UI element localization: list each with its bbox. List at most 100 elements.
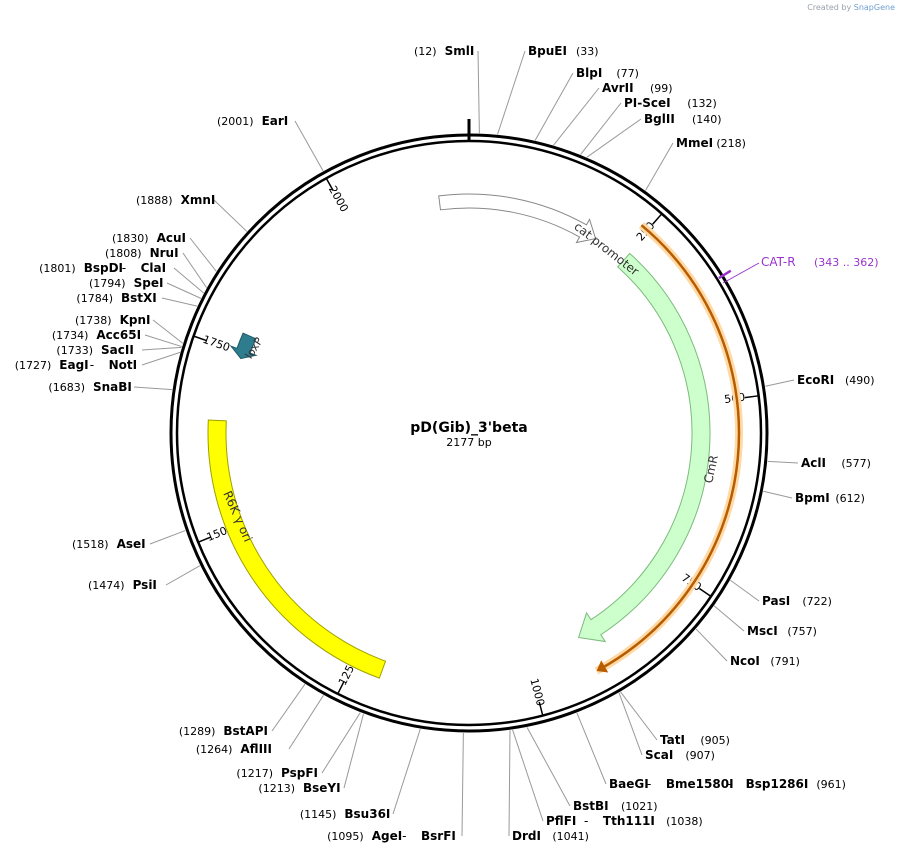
site-label-agei: (1095)AgeI - BsrFI — [327, 732, 464, 843]
site-position: (757) — [787, 625, 817, 638]
site-name: AflIII — [240, 742, 272, 756]
site-name: BstXI — [121, 291, 157, 305]
site-leader — [165, 565, 201, 586]
restriction-sites: (12)SmlI BpuEI (33) BlpI(77)AvrII(99)PI-Sce… — [15, 44, 875, 843]
site-name: DrdI — [512, 829, 541, 843]
tick-mark — [326, 178, 334, 191]
site-position: (99) — [650, 82, 673, 95]
site-position: (1830) — [112, 232, 149, 245]
site-label-xmni: (1888)XmnI — [136, 193, 248, 232]
site-label-pi-scei: PI-SceI (132) — [580, 96, 717, 155]
site-leader — [477, 50, 480, 134]
site-leader — [620, 691, 658, 741]
site-label-asei: (1518)AseI — [72, 530, 186, 551]
site-label-eari: (2001)EarI — [217, 114, 324, 172]
site-label-acui: (1830)AcuI — [112, 231, 217, 272]
cat-r-binding-mark — [718, 269, 732, 280]
site-name: BaeGI — [609, 777, 649, 791]
site-position: (1264) — [196, 743, 233, 756]
site-position: (1784) — [76, 292, 113, 305]
site-leader — [713, 605, 745, 632]
site-position: (77) — [616, 67, 639, 80]
site-name: PasI — [762, 594, 790, 608]
site-position: (1041) — [552, 830, 589, 843]
cat-r-leader — [722, 262, 760, 284]
site-leader — [534, 72, 574, 141]
site-leader — [166, 282, 202, 299]
plasmid-backbone — [169, 119, 769, 733]
site-position: (1217) — [236, 767, 273, 780]
site-leader — [553, 87, 600, 146]
tick-mark — [194, 335, 208, 342]
site-name: Bsu36I — [344, 807, 390, 821]
site-name: ClaI — [141, 261, 166, 275]
site-leader — [149, 530, 186, 545]
site-leader — [141, 351, 181, 366]
site-label-blpi: BlpI(77) — [534, 66, 639, 141]
site-name: BpmI — [795, 491, 830, 505]
site-label-pflfi: PflFI - Tth111I(1038) — [512, 729, 703, 828]
site-position: (132) — [687, 97, 717, 110]
site-leader — [271, 683, 306, 732]
cat-r-primer-label: CAT-R — [761, 255, 796, 269]
site-label-sacii: (1733)SacII — [56, 343, 182, 357]
site-position: (1518) — [72, 538, 109, 551]
site-name: Tth111I — [603, 814, 655, 828]
site-leader — [343, 713, 364, 789]
site-leader — [392, 728, 421, 815]
site-label-psii: (1474)PsiI — [88, 565, 201, 592]
site-position: (1888) — [136, 194, 173, 207]
site-leader — [141, 346, 182, 351]
tick-label: 1750 — [201, 333, 232, 355]
site-label-bstapi: (1289)BstAPI — [179, 683, 306, 738]
site-name: BstAPI — [223, 724, 268, 738]
site-label-eagi: (1727) EagI - NotI — [15, 351, 181, 372]
site-name: NruI — [150, 246, 179, 260]
tick-label: 2000 — [326, 184, 351, 215]
site-name: NotI — [109, 358, 138, 372]
site-label-smli: (12)SmlI — [414, 44, 480, 134]
site-label-scai: ScaI(907) — [618, 692, 715, 762]
site-position: (1734) — [52, 329, 89, 342]
site-position: (1808) — [105, 247, 142, 260]
site-name: Acc65I — [96, 328, 141, 342]
site-leader — [497, 50, 526, 135]
site-name: EcoRI — [797, 373, 834, 387]
site-name: TatI — [660, 733, 685, 747]
site-position: (12) — [414, 45, 437, 58]
site-leader — [695, 628, 728, 662]
cat-promoter-label: cat promoter — [571, 219, 641, 278]
site-position: (33) — [576, 45, 599, 58]
site-label-acli: AclI(577) — [767, 456, 871, 470]
site-label-nrui: (1808) NruI — [105, 246, 207, 288]
site-label-avrii: AvrII(99) — [553, 81, 673, 146]
site-name: EagI — [59, 358, 88, 372]
site-separator: - — [90, 358, 94, 372]
site-label-afliii: (1264) AflIII — [196, 695, 324, 756]
site-name: MscI — [747, 624, 778, 638]
site-name: BpuEI — [528, 44, 567, 58]
site-name: KpnI — [120, 313, 151, 327]
site-position: (907) — [685, 749, 715, 762]
site-separator: - — [727, 777, 731, 791]
site-name: PI-SceI — [624, 96, 671, 110]
site-name: SacII — [101, 343, 134, 357]
site-name: PspFI — [281, 766, 318, 780]
plasmid-name: pD(Gib)_3'beta — [410, 420, 527, 436]
site-leader — [288, 695, 324, 750]
site-label-spei: (1794)SpeI — [89, 276, 202, 299]
site-name: NcoI — [730, 654, 760, 668]
site-label-bglii: BglII(140) — [586, 112, 722, 158]
site-label-acc65i: (1734) Acc65I — [52, 328, 182, 348]
site-position: (961) — [816, 778, 846, 791]
site-label-tati: TatI(905) — [620, 691, 730, 747]
site-label-pspfi: (1217) PspFI — [236, 712, 361, 780]
loxp-feature — [229, 332, 258, 360]
tick-mark — [337, 681, 345, 694]
site-label-snabi: (1683)SnaBI — [48, 380, 173, 394]
site-position: (1145) — [300, 808, 337, 821]
site-position: (1683) — [48, 381, 85, 394]
site-leader — [461, 732, 464, 837]
site-position: (1727) — [15, 359, 52, 372]
